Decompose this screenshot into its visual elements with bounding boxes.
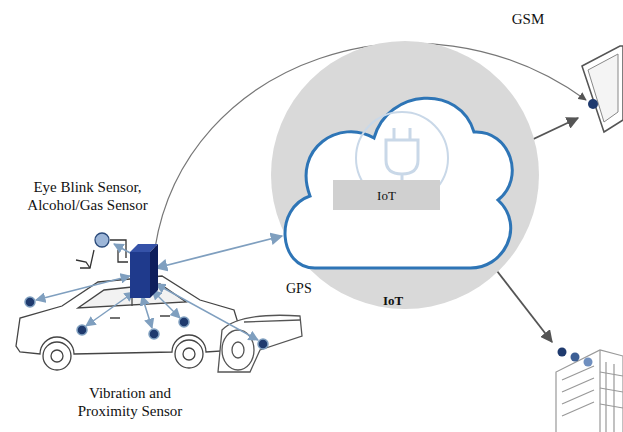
iot-box: IoT: [333, 180, 440, 210]
car-outline: [16, 276, 242, 370]
controller-link: [156, 236, 282, 268]
building-link: [490, 262, 552, 342]
region-label: IoT: [383, 292, 403, 309]
iot-region: GPS IoT IoT: [270, 40, 540, 310]
region-label: GPS: [286, 280, 312, 298]
sensor-label: Eye Blink Sensor, Alcohol/Gas Sensor: [15, 178, 160, 214]
driver-figure: [76, 233, 128, 268]
gsm-label: GSM: [503, 10, 553, 28]
building-icon: [556, 350, 623, 432]
cloud-shape: [270, 40, 540, 310]
sensor-label: Vibration and Proximity Sensor: [66, 384, 194, 420]
sensor-links: [36, 244, 258, 340]
sensor-dots: [25, 297, 268, 349]
box-label: IoT: [377, 187, 396, 204]
dashboard: [218, 315, 302, 372]
controller-box: [130, 244, 158, 298]
phone-icon: [582, 46, 623, 132]
building-dots: [558, 348, 593, 367]
